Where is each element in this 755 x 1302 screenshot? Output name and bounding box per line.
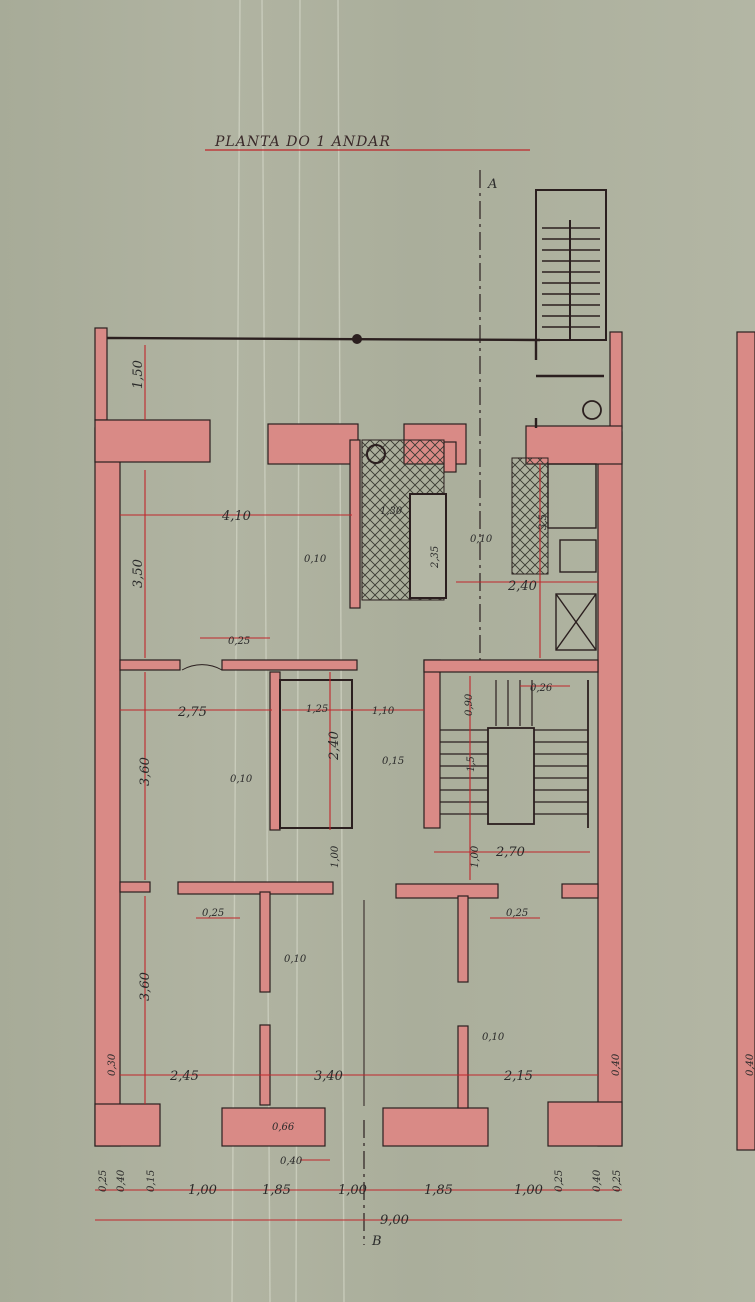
dim-wall-b: 0,10 (470, 534, 493, 545)
dim-wall-c: 0,25 (228, 636, 250, 647)
water-heater-icon (582, 400, 602, 420)
bathtub (409, 493, 447, 599)
paper-creases (231, 0, 345, 1302)
dim-wall-f: 0,25 (202, 908, 224, 919)
title-text: PLANTA DO 1 ANDAR (214, 134, 391, 150)
dim-bath-b: 2,35 (430, 546, 441, 569)
dim-stair-b: 1,5 (466, 756, 477, 772)
service-stair-walls (534, 340, 604, 428)
dim-landing-left: 1,00 (330, 845, 341, 868)
bottom-dimension-label: 0,15 (146, 1170, 157, 1192)
dim-room1-height: 3,50 (131, 559, 146, 588)
dim-room3-height: 3,60 (138, 972, 153, 1001)
bottom-dimension-label: 1,00 (338, 1183, 367, 1198)
dim-closet-width: 1,25 (306, 704, 328, 715)
section-mark-b: B (371, 1234, 382, 1249)
dim-room1-width: 4,10 (221, 509, 251, 524)
section-axis (363, 170, 481, 1245)
dim-entry-a: 0,66 (272, 1122, 295, 1133)
balcony-rail (106, 336, 541, 342)
dim-kitchen-height: 3,5 (538, 514, 549, 530)
bottom-dimension-row: 0,25 0,40 0,15 1,00 1,85 1,00 1,85 1,00 0,25 0,40… (98, 1169, 623, 1198)
bottom-dimension-label: 1,85 (424, 1183, 453, 1198)
dim-central-width: 3,40 (314, 1069, 343, 1084)
dim-room2-width: 2,75 (177, 705, 207, 720)
dim-entry-b: 0,40 (280, 1156, 303, 1167)
dim-stair-a: 0,90 (464, 693, 475, 716)
service-stair (535, 189, 607, 341)
dimension-labels: 1,50 4,10 3,50 1,30 2,35 0,10 0,10 2,40 … (107, 360, 755, 1228)
bottom-dimension-label: 0,40 (116, 1169, 127, 1192)
dim-room3-width: 2,45 (169, 1069, 199, 1084)
bottom-dimension-label: 0,25 (612, 1170, 623, 1192)
dim-total-width: 9,00 (380, 1213, 409, 1228)
neighbour-wall (736, 331, 755, 1151)
service-stair-steps (542, 227, 600, 328)
bottom-dimension-label: 0,25 (554, 1170, 565, 1192)
dimension-lines (95, 345, 622, 1221)
dim-bath-a: 1,30 (380, 506, 403, 517)
dim-wall-i: 0,10 (482, 1032, 505, 1043)
plan-title: PLANTA DO 1 ANDAR (205, 134, 530, 151)
walls (94, 327, 623, 1147)
closet (279, 679, 353, 829)
dim-corridor-width: 1,10 (372, 706, 395, 717)
dim-room2-height: 3,60 (138, 757, 153, 786)
bottom-dimension-label: 0,40 (592, 1169, 603, 1192)
door-swings (181, 664, 365, 1106)
rail-post (352, 334, 362, 344)
dim-stair-width: 2,70 (495, 845, 525, 860)
dim-kitchen-width: 2,40 (507, 579, 537, 594)
dim-right-wall: 0,40 (611, 1053, 622, 1076)
dim-landing-right: 1,00 (470, 845, 481, 868)
dim-wall-d: 0,10 (230, 774, 253, 785)
bottom-dimension-label: 0,25 (98, 1170, 109, 1192)
dim-left-wall: 0,30 (107, 1053, 118, 1076)
kitchen-counter (547, 463, 597, 651)
dim-wall-h: 0,10 (284, 954, 307, 965)
bottom-dimension-label: 1,00 (514, 1183, 543, 1198)
main-stair-steps (440, 680, 588, 815)
bottom-dimension-label: 1,85 (262, 1183, 291, 1198)
section-mark-a: A (487, 177, 497, 192)
toilet-icon (366, 444, 386, 464)
dim-wall-e: 0,15 (382, 756, 404, 767)
dim-room4-width: 2,15 (503, 1069, 533, 1084)
kitchen-tile-floor (511, 457, 549, 575)
dim-stair-wall: 0,26 (530, 683, 553, 694)
dim-wall-a: 0,10 (304, 554, 327, 565)
dim-wall-g: 0,25 (506, 908, 528, 919)
dim-top-left: 1,50 (131, 360, 146, 389)
bottom-dimension-label: 1,00 (188, 1183, 217, 1198)
dim-closet-height: 2,40 (327, 731, 342, 761)
dim-far-right-wall: 0,40 (745, 1053, 755, 1076)
